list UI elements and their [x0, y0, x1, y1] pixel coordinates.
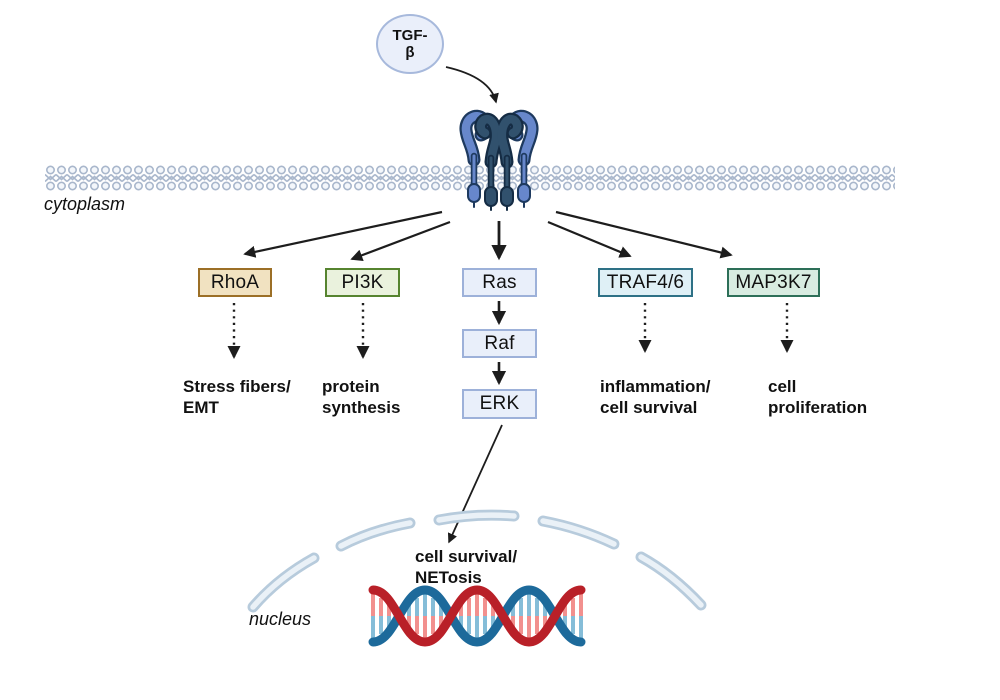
tgfb-receptor-icon: [459, 109, 539, 211]
receptor-effector-arrows: [243, 210, 733, 262]
outcome-protein-synthesis: protein synthesis: [322, 376, 400, 419]
outcome-stress-fibers-emt: Stress fibers/ EMT: [183, 376, 291, 419]
outcome-proliferation-line1: cell: [768, 377, 797, 396]
node-ras-label: Ras: [482, 271, 517, 293]
dashed-effect-arrows: [227, 303, 794, 359]
outcome-inflammation-line2: cell survival: [600, 398, 698, 418]
tgfb-ligand-label-line1: TGF-: [392, 26, 428, 44]
outcome-netosis-line1: cell survival/: [415, 547, 518, 566]
dna-helix-icon: [368, 585, 586, 647]
node-traf46-label: TRAF4/6: [606, 271, 685, 293]
node-ras: Ras: [462, 268, 537, 297]
node-traf46: TRAF4/6: [598, 268, 693, 297]
node-pi3k: PI3K: [325, 268, 400, 297]
erk-nucleus-arrow: [447, 424, 503, 544]
node-pi3k-label: PI3K: [341, 271, 384, 293]
node-map3k7: MAP3K7: [727, 268, 820, 297]
cytoplasm-label: cytoplasm: [44, 194, 126, 214]
nuclear-envelope-icon: [247, 509, 707, 613]
outcome-cell-survival-netosis: cell survival/ NETosis: [415, 546, 517, 589]
outcome-protein-line1: protein: [322, 377, 380, 396]
node-map3k7-label: MAP3K7: [735, 271, 812, 293]
node-raf-label: Raf: [484, 332, 515, 354]
node-rhoa-label: RhoA: [210, 271, 260, 293]
ligand-binding-arrow: [445, 66, 499, 104]
outcome-inflammation-cell-survival: inflammation/ cell survival: [600, 376, 711, 419]
node-erk: ERK: [462, 389, 537, 419]
outcome-proliferation-line2: proliferation: [768, 398, 868, 418]
outcome-inflammation-line1: inflammation/: [600, 377, 711, 396]
outcome-stress-line1: Stress fibers/: [183, 377, 291, 396]
outcome-protein-line2: synthesis: [322, 398, 401, 418]
nucleus-label: nucleus: [249, 609, 312, 629]
tgfb-ligand-label-line2: β: [405, 44, 415, 61]
tgfb-ligand: TGF- β: [376, 14, 444, 74]
node-erk-label: ERK: [479, 393, 520, 414]
node-raf: Raf: [462, 329, 537, 358]
node-rhoa: RhoA: [198, 268, 272, 297]
outcome-netosis-line2: NETosis: [415, 568, 482, 588]
outcome-cell-proliferation: cell proliferation: [768, 376, 867, 419]
outcome-stress-line2: EMT: [183, 398, 219, 418]
